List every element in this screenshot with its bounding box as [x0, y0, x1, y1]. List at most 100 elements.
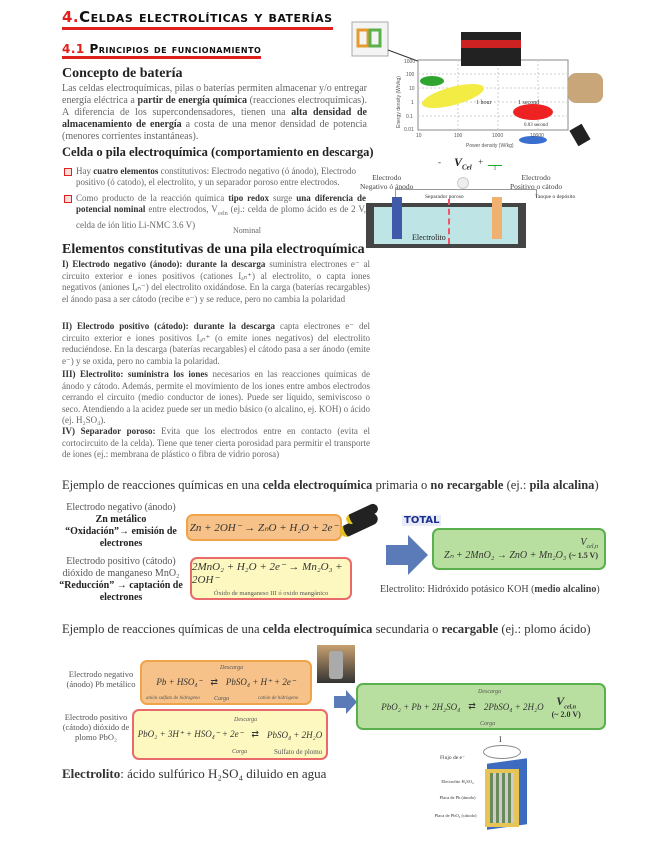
t: PbO₂ + 3H⁺ + HSO₄⁻ + 2e⁻	[137, 729, 244, 739]
y-tick: 1000	[404, 59, 415, 65]
t: secundaria o	[372, 622, 442, 636]
vcel-sub: Cel	[462, 163, 472, 172]
capacitors-region	[519, 136, 547, 144]
chapter-title-text: Celdas electrolíticas y baterías	[79, 8, 333, 26]
secundaria-anode-label: Electrodo negativo (ánodo) Pb metálico	[66, 669, 136, 689]
separator	[448, 199, 450, 244]
nominal-note: Nominal	[233, 226, 261, 235]
t: (ej.: plomo ácido)	[498, 622, 591, 636]
chapter-title: 4.Celdas electrolíticas y baterías	[62, 8, 333, 30]
secundaria-title: Ejemplo de reacciones químicas de una ce…	[62, 622, 591, 637]
primaria-anode-label: Electrodo negativo (ánodo)Zn metálico“Ox…	[58, 502, 184, 550]
t: 2PbSO₄ + 2H₂O	[483, 701, 544, 712]
t: partir de energía química	[137, 95, 247, 106]
tank-label: Tanque o depósito	[535, 194, 576, 200]
positive-electrode-label: Electrodo Positivo o cátodo	[510, 173, 563, 191]
t: Electrolito H₂SO₄	[441, 779, 474, 784]
t: Carga	[480, 721, 496, 727]
fuel-cells-region	[420, 76, 444, 86]
y-tick: 10	[409, 86, 415, 92]
cathode-equation-box: 2MnO₂ + H₂O + 2e⁻ → Mn₂O₃ + 2OH⁻Óxido de…	[190, 557, 352, 600]
t: suministra electrones e⁻ al circuito ext…	[62, 259, 371, 304]
x-tick: 1000	[492, 133, 503, 139]
primaria-electrolyte: Electrolito: Hidróxido potásico KOH (med…	[380, 584, 600, 595]
t: Carga	[214, 696, 230, 702]
t: tipo redox	[228, 193, 269, 203]
t: Evita que los electrodos entre en contac…	[62, 426, 370, 459]
bulb-icon	[457, 177, 469, 189]
secundaria-electrolyte: Electrolito: ácido sulfúrico H₂SO₄ dilui…	[62, 766, 326, 782]
t: : ácido sulfúrico H₂SO₄ diluido en agua	[120, 766, 327, 781]
t: primaria o	[372, 478, 431, 492]
t: una diferencia de potencial nominal	[76, 193, 366, 214]
minus-sign: -	[438, 157, 441, 167]
lead-total-box: Descarga PbO₂ + Pb + 2H₂SO₄⇄2PbSO₄ + 2H₂…	[356, 683, 606, 730]
annotation: 0.03 second	[524, 123, 548, 128]
t: (~ 2.0 V)	[551, 710, 581, 720]
t: recargable	[441, 622, 499, 636]
element-electrolyte: III) Electrolito: suministra los iones n…	[62, 369, 370, 427]
plus-sign: +	[478, 157, 484, 167]
t: cel,n	[586, 544, 599, 550]
electrolyte-label: Electrolito	[412, 233, 446, 242]
t: Flujo de e⁻	[440, 755, 465, 761]
t: celda electroquímica	[262, 622, 373, 636]
batteries-region	[422, 83, 484, 109]
element-anode: I) Electrodo negativo (ánodo): durante l…	[62, 259, 370, 305]
positive-electrode	[492, 197, 502, 239]
elementos-title: Elementos constitutivas de una pila elec…	[62, 242, 365, 257]
section-title-text: Principios de funcionamiento	[89, 42, 262, 56]
t: )	[596, 584, 600, 595]
arrow-right-icon	[334, 690, 357, 714]
bullet-redox: Como producto de la reacción química tip…	[64, 193, 366, 231]
t: Electrolito	[62, 766, 121, 781]
concepto-paragraph: Las celdas electroquímicas, pilas o bate…	[62, 83, 367, 143]
t: catión de hidrógeno	[258, 696, 299, 701]
x-axis-label: Power density (W/kg)	[466, 143, 514, 149]
y-tick: 0.1	[406, 114, 413, 120]
t: Hay	[76, 166, 94, 176]
cell-diagram: - VCel + I Electrodo Negativo ó ánodo El…	[360, 155, 595, 250]
t: (reacciones electroquímicas). A diferenc…	[62, 95, 367, 118]
t: cel,n	[564, 704, 577, 711]
t: celda electroquímica	[262, 478, 373, 492]
t: capta electrones e⁻ del circuito exterio…	[62, 321, 370, 366]
t: constitutivos: Electrodo negativo (ó áno…	[76, 166, 357, 187]
element-cathode: II) Electrodo positivo (cátodo): durante…	[62, 321, 370, 367]
annotation: 1 second	[518, 100, 539, 106]
bullet-elements: Hay cuatro elementos constitutivos: Elec…	[64, 166, 366, 188]
t: V	[580, 537, 587, 548]
ragone-figure: 1 hour 1 second 0.03 second 10 100 1000 …	[351, 21, 603, 149]
y-tick: 100	[406, 72, 415, 78]
t: Zₙ + 2MnO₂ → ZnO + Mn₂O₃	[444, 550, 567, 561]
battery-photo	[461, 32, 521, 66]
total-label: TOTAL	[402, 515, 442, 526]
vcel: V	[454, 155, 463, 169]
supercapacitors-region	[513, 104, 553, 120]
y-axis-label: Energy density (Wh/kg)	[396, 76, 402, 128]
pointer-line	[387, 49, 424, 64]
t: Placa de PbO₂ (cátodo)	[434, 813, 477, 818]
lead-acid-cutaway-figure: I Flujo de e⁻ Electrolito H₂SO₄ Placa de…	[425, 735, 565, 835]
t: (~ 1.5 V)	[568, 551, 598, 560]
x-tick: 10	[416, 133, 422, 139]
celda-title: Celda o pila electroquímica (comportamie…	[62, 145, 374, 159]
t: Placa de Pb (ánodo)	[439, 795, 476, 800]
t: Electrolito: Hidróxido potásico KOH (	[380, 584, 535, 595]
lead-anode-box: Descarga Pb + HSO₄⁻⇄PbSO₄ + H⁺ + 2e⁻ ani…	[140, 660, 312, 705]
arrow-right-icon	[386, 535, 428, 575]
negative-electrode-label: Electrodo Negativo ó ánodo	[360, 173, 414, 191]
t: anión sulfato de hidrogeno	[146, 696, 200, 701]
t: V	[556, 693, 565, 708]
t: PbSO₄ + 2H₂O	[266, 729, 323, 740]
aa-batteries-photo	[337, 502, 380, 543]
primaria-title: Ejemplo de reacciones químicas en una ce…	[62, 478, 599, 493]
t: pila alcalina	[529, 478, 595, 492]
t: Ejemplo de reacciones químicas en una	[62, 478, 263, 492]
supercap-photo	[568, 73, 603, 103]
t: 2MnO₂ + H₂O + 2e⁻ → Mn₂O₃ + 2OH⁻	[192, 561, 343, 586]
lead-battery-photo	[317, 645, 355, 683]
t: entre electrodos, V	[145, 204, 218, 214]
t: (ej.: celda de plomo ácido es de 2 V, ce…	[76, 204, 366, 230]
t: )	[594, 478, 599, 492]
